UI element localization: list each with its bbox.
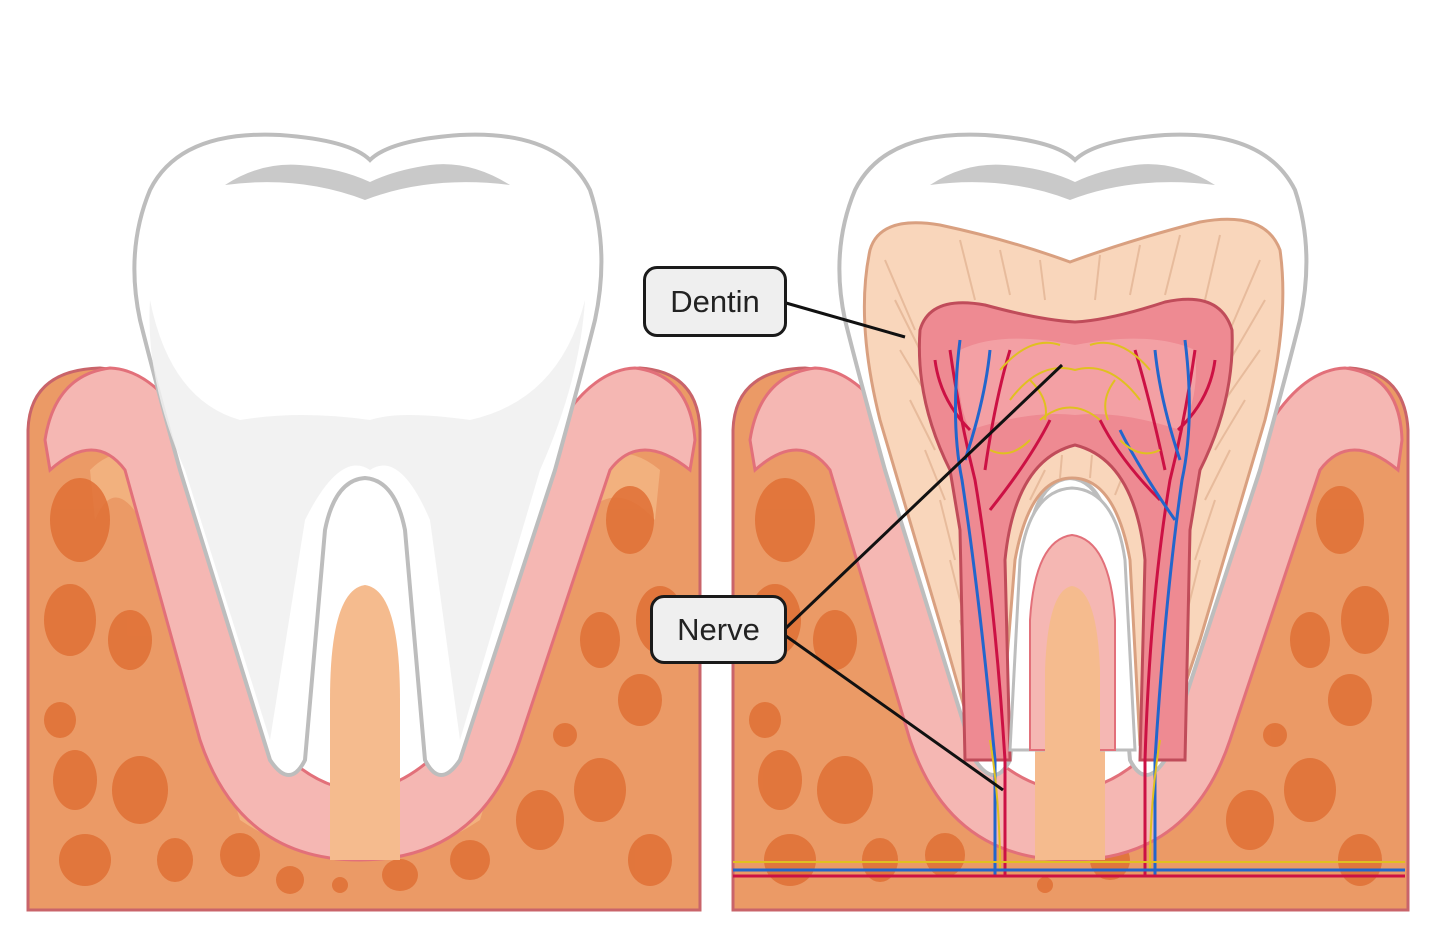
vein-branches — [953, 339, 1191, 875]
left-jaw-section — [26, 132, 702, 912]
nerve-label: Nerve — [650, 595, 787, 664]
right-bone-spots — [749, 478, 1389, 893]
left-interdental-bone — [330, 585, 400, 860]
right-root-inner-bone — [1045, 586, 1100, 860]
dentin-label-text: Dentin — [670, 283, 760, 319]
left-bone-spots — [44, 478, 684, 894]
nerve-leader-upper — [784, 363, 1064, 630]
right-enamel-shade — [930, 164, 1215, 200]
nerve-label-text: Nerve — [677, 611, 760, 647]
nerve-fibers — [989, 341, 1161, 871]
left-tooth-shade — [225, 164, 510, 200]
nerve-leader-lower — [785, 634, 1004, 792]
dentin-label: Dentin — [643, 266, 787, 337]
dentin-leader — [785, 301, 906, 339]
right-jaw-section — [731, 132, 1410, 912]
leader-lines — [784, 301, 1064, 792]
left-tooth-side-shade — [149, 300, 585, 740]
